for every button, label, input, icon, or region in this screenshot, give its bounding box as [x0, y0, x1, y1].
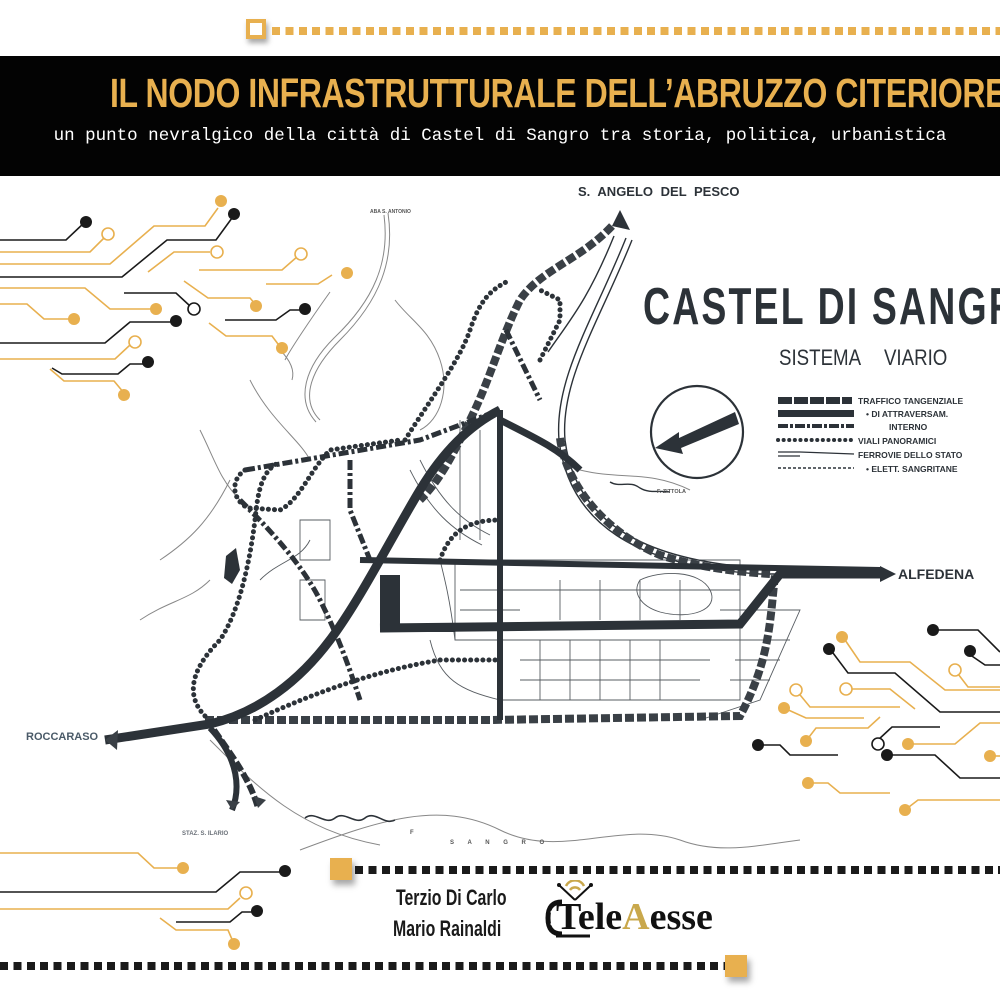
author-1: Terzio Di Carlo — [396, 885, 507, 910]
tangential-roads — [205, 223, 779, 724]
stream-wiggle — [304, 814, 396, 823]
legend-item: VIALI PANORAMICI — [858, 436, 937, 446]
book-subtitle: un punto nevralgico della città di Caste… — [53, 126, 947, 146]
publisher-suffix: esse — [649, 896, 713, 938]
book-title: IL NODO INFRASTRUTTURALE DELL’ABRUZZO CI… — [110, 70, 1000, 116]
legend-item: • DI ATTRAVERSAM. — [866, 409, 949, 419]
label-s-angelo-del-pesco: S. ANGELO DEL PESCO — [578, 184, 740, 199]
arrow-west — [105, 730, 118, 750]
legend-item: TRAFFICO TANGENZIALE — [858, 396, 964, 406]
footer-dotted-line-top — [355, 866, 1000, 874]
arrow-north — [612, 210, 630, 230]
panoramic-roads — [190, 277, 563, 723]
arrow-east — [880, 566, 896, 582]
label-f-zittola: F. ZITTOLA — [657, 489, 686, 495]
legend-item: FERROVIE DELLO STATO — [858, 450, 963, 460]
legend-item: • ELETT. SANGRITANE — [866, 464, 958, 474]
urban-blocks — [259, 420, 801, 721]
top-gold-dotted-line — [272, 27, 1000, 35]
top-ornament-square — [246, 19, 266, 39]
label-sangro-river: S A N G R O — [450, 840, 551, 846]
title-band — [0, 56, 1000, 176]
publisher-logo-text: TeleAesse — [556, 895, 713, 939]
through-roads — [104, 405, 881, 812]
direction-circle — [649, 384, 745, 480]
label-alfedena: ALFEDENA — [898, 566, 975, 582]
footer-dotted-line-bottom — [0, 962, 725, 970]
label-aba-s-antonio: ABA S. ANTONIO — [370, 209, 411, 215]
publisher-accent-letter: A — [622, 896, 650, 938]
footer-ornament-square-right — [725, 955, 747, 977]
footer-ornament-square-left — [330, 858, 352, 880]
label-river-f: F — [410, 830, 414, 836]
road-system-map — [104, 210, 896, 851]
label-staz-s-ilario: STAZ. S. ILARIO — [182, 831, 229, 837]
author-2: Mario Rainaldi — [393, 916, 502, 941]
legend-symbols — [776, 397, 856, 469]
tv-logo-icon — [545, 880, 593, 938]
map-subheading: SISTEMA VIARIO — [779, 345, 948, 370]
publisher-prefix: Tele — [556, 896, 623, 938]
internal-roads — [238, 328, 543, 701]
legend-item: INTERNO — [889, 422, 928, 432]
label-roccaraso: ROCCARASO — [26, 731, 99, 743]
